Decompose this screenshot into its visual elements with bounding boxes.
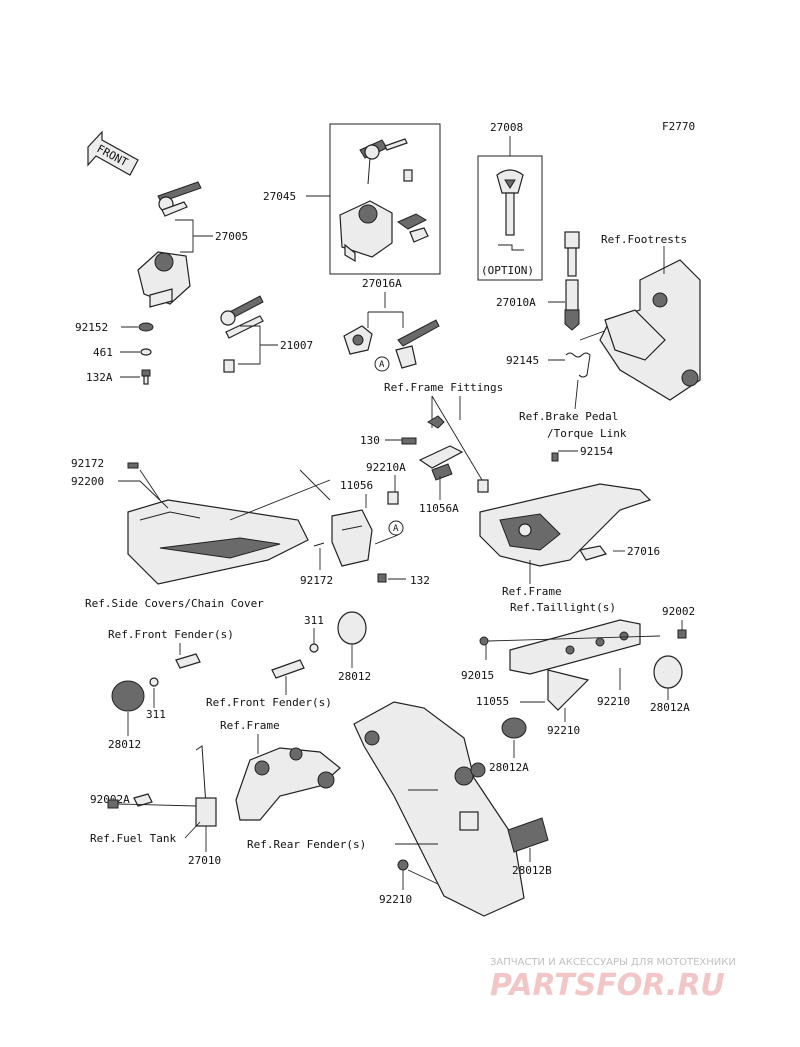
nut-icon xyxy=(479,636,489,646)
bolt-92002-icon xyxy=(677,629,687,639)
ring-icon xyxy=(140,348,152,356)
lock-set-27016A xyxy=(343,319,440,369)
part-92210A: 92210A xyxy=(366,461,406,474)
part-27008: 27008 xyxy=(490,121,523,134)
figure-code: F2770 xyxy=(662,120,695,133)
rear-fender xyxy=(353,701,525,917)
nut-311-b-icon xyxy=(309,643,319,653)
bolt-130-icon xyxy=(401,437,417,445)
option-key-box xyxy=(477,155,543,281)
reflector-28012-a xyxy=(111,680,145,712)
part-28012-b: 28012 xyxy=(338,670,371,683)
part-28012A-1: 28012A xyxy=(650,701,690,714)
watermark-line1: ЗАПЧАСТИ И АКСЕССУАРЫ ДЛЯ МОТОТЕХНИКИ xyxy=(490,957,736,968)
part-27005: 27005 xyxy=(215,230,248,243)
rear-frame xyxy=(479,483,652,567)
part-130: 130 xyxy=(360,434,380,447)
side-cover xyxy=(127,499,309,585)
ref-frame-1: Ref.Frame xyxy=(502,585,562,598)
ignition-switch-icon xyxy=(339,200,393,263)
spring-icon xyxy=(565,352,591,378)
part-92172-a: 92172 xyxy=(71,457,104,470)
part-21007: 21007 xyxy=(280,339,313,352)
ref-footrests: Ref.Footrests xyxy=(601,233,687,246)
ref-torque-link: /Torque Link xyxy=(547,427,627,440)
screw-icon xyxy=(127,462,139,469)
part-92210-b: 92210 xyxy=(547,724,580,737)
marker-a-circle xyxy=(374,356,390,372)
brake-switch-27010A xyxy=(564,231,580,331)
bolt-icon xyxy=(141,369,151,385)
marker-a-circle-2 xyxy=(388,520,404,536)
part-92200: 92200 xyxy=(71,475,104,488)
frame-bracket-2 xyxy=(235,747,341,821)
ref-fuel-tank: Ref.Fuel Tank xyxy=(90,832,176,845)
reflector-28012A-2 xyxy=(501,717,527,739)
part-92154: 92154 xyxy=(580,445,613,458)
ref-rear-fender: Ref.Rear Fender(s) xyxy=(247,838,366,851)
part-132A: 132A xyxy=(86,371,113,384)
part-92145: 92145 xyxy=(506,354,539,367)
option-label: (OPTION) xyxy=(481,264,534,277)
marker-a-2: A xyxy=(393,524,399,534)
screw-92172-icon xyxy=(313,542,325,547)
reflector-28012B xyxy=(507,817,549,853)
part-92210-c: 92210 xyxy=(379,893,412,906)
bolt-92154-icon xyxy=(551,452,559,462)
part-28012A-2: 28012A xyxy=(489,761,529,774)
washer-icon xyxy=(138,322,154,332)
key-set-21007 xyxy=(220,295,264,373)
part-28012-a: 28012 xyxy=(108,738,141,751)
part-92152: 92152 xyxy=(75,321,108,334)
footrest-bracket xyxy=(599,259,701,401)
part-27016: 27016 xyxy=(627,545,660,558)
part-27045: 27045 xyxy=(263,190,296,203)
watermark-line2: PARTSFOR.RU xyxy=(490,968,725,1003)
reflector-28012-b xyxy=(337,611,367,645)
bolt-132-icon xyxy=(377,573,387,583)
part-11055: 11055 xyxy=(476,695,509,708)
part-311-b: 311 xyxy=(304,614,324,627)
ref-taillights: Ref.Taillight(s) xyxy=(510,601,616,614)
front-arrow-icon: FRONT xyxy=(87,130,139,176)
ref-front-fender-2: Ref.Front Fender(s) xyxy=(206,696,332,709)
part-27010A: 27010A xyxy=(496,296,536,309)
ignition-switch-27005 xyxy=(137,181,202,308)
part-27010: 27010 xyxy=(188,854,221,867)
nut-92210-icon xyxy=(397,859,409,871)
key-icon xyxy=(359,138,408,185)
part-28012B: 28012B xyxy=(512,864,552,877)
part-461: 461 xyxy=(93,346,113,359)
ref-side-covers: Ref.Side Covers/Chain Cover xyxy=(85,597,264,610)
part-132: 132 xyxy=(410,574,430,587)
mounting-bracket xyxy=(331,509,373,567)
part-92172-b: 92172 xyxy=(300,574,333,587)
marker-a: A xyxy=(379,360,385,370)
stud-icon xyxy=(175,653,201,669)
bolt-92002A-icon xyxy=(107,799,119,809)
part-92002: 92002 xyxy=(662,605,695,618)
part-92015: 92015 xyxy=(461,669,494,682)
part-92210-a: 92210 xyxy=(597,695,630,708)
part-311-a: 311 xyxy=(146,708,166,721)
lock-icon xyxy=(396,213,429,243)
stud-2-icon xyxy=(271,659,305,679)
ref-brake-pedal: Ref.Brake Pedal xyxy=(519,410,618,423)
ref-frame-2: Ref.Frame xyxy=(220,719,280,732)
ignition-set-box xyxy=(306,123,441,275)
nut-311-a-icon xyxy=(149,677,159,687)
part-11056A: 11056A xyxy=(419,502,459,515)
switch-27010 xyxy=(133,745,217,827)
part-11056: 11056 xyxy=(340,479,373,492)
key-cylinder-icon xyxy=(403,169,413,182)
ref-front-fender-1: Ref.Front Fender(s) xyxy=(108,628,234,641)
frame-fitting-bracket xyxy=(387,415,489,505)
reflector-28012A-1 xyxy=(653,655,683,689)
part-27016A: 27016A xyxy=(362,277,402,290)
taillight-bracket xyxy=(509,619,641,711)
ref-frame-fittings: Ref.Frame Fittings xyxy=(384,381,503,394)
blank-key-icon xyxy=(496,169,524,251)
